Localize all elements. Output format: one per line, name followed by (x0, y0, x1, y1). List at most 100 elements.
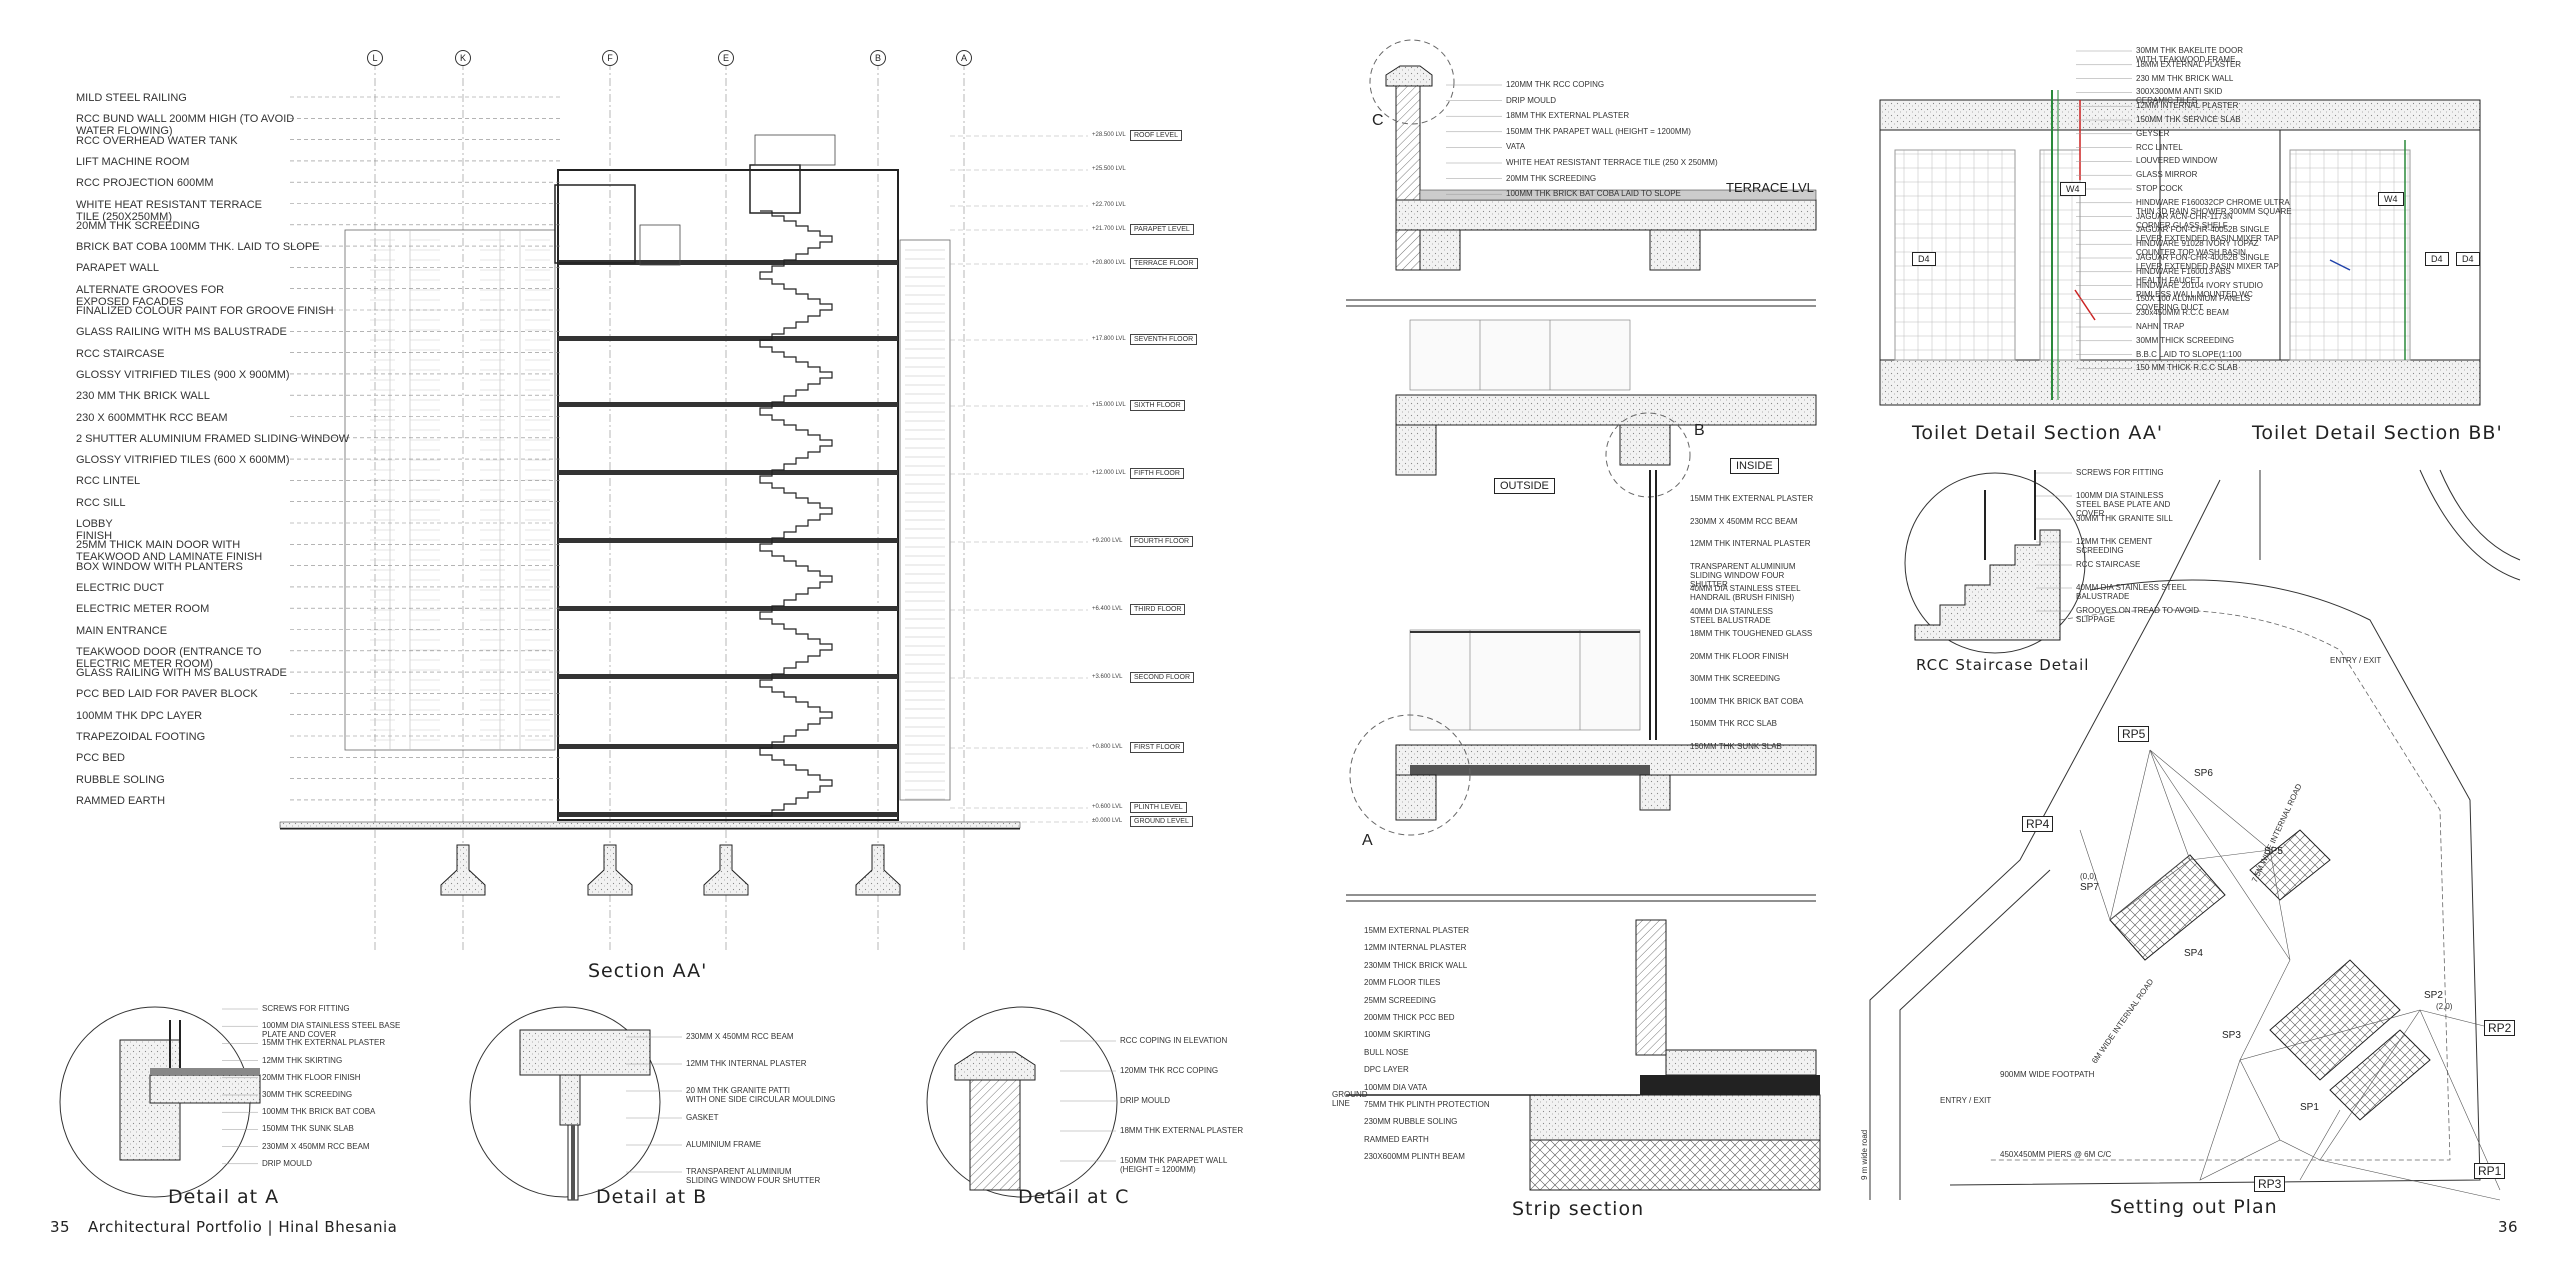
strip-bottom-notes-item: 25MM SCREEDING (1364, 995, 1437, 1005)
detail-a-notes-item: 230MM X 450MM RCC BEAM (262, 1141, 370, 1151)
strip-top-notes-item: 120MM THK RCC COPING (1506, 80, 1605, 89)
detail-a-notes-item: SCREWS FOR FITTING (262, 1004, 350, 1013)
piers-label: 450X450MM PIERS @ 6M C/C (2000, 1150, 2112, 1159)
toilet-notes-item: GLASS MIRROR (2136, 170, 2198, 180)
detail-a-title: Detail at A (168, 1186, 280, 1208)
toilet-notes-item: JAGUAR FON-CHR-40052B SINGLE LEVER EXTEN… (2136, 253, 2279, 271)
strip-bottom-notes-item: 15MM EXTERNAL PLASTER (1364, 926, 1470, 935)
toilet-notes-item: HINDWARE F160032CP CHROME ULTRA THIN 3D … (2136, 197, 2292, 216)
toilet-notes-item: 230x450MM R.C.C BEAM (2136, 308, 2229, 318)
detail-b-notes-item: ALUMINIUM FRAME (686, 1140, 762, 1149)
section-notes-item: ALTERNATE GROOVES FOR EXPOSED FACADES (76, 283, 225, 308)
toilet-notes-item: 12MM INTERNAL PLASTER (2136, 101, 2239, 111)
inside-tag: INSIDE (1730, 458, 1779, 474)
reference-point-rp4: RP4 (2022, 816, 2054, 832)
setting-point-sp2: SP2 (2424, 990, 2443, 1001)
level-value: ±0.000 LVL (1092, 818, 1123, 824)
ground-line-label: GROUND LINE (1332, 1090, 1368, 1108)
strip-mid-notes-item: TRANSPARENT ALUMINIUM SLIDING WINDOW FOU… (1690, 561, 1796, 589)
detail-a-notes-item: DRIP MOULD (262, 1158, 313, 1168)
detail-b-title: Detail at B (596, 1186, 708, 1208)
section-notes-item: 2 SHUTTER ALUMINIUM FRAMED SLIDING WINDO… (76, 432, 350, 445)
section-notes-item: ELECTRIC METER ROOM (76, 603, 210, 616)
strip-bottom-notes-item: 200MM THICK PCC BED (1364, 1013, 1455, 1022)
grid-axis-label: L (367, 50, 383, 66)
toilet-notes-item: B.B.C LAID TO SLOPE(1:100 (2136, 349, 2242, 359)
level-value: +21.700 LVL (1092, 226, 1126, 232)
strip-bottom-notes-item: 100MM DIA VATA (1364, 1082, 1428, 1092)
reference-point-rp1: RP1 (2474, 1163, 2506, 1179)
level-value: +25.500 LVL (1092, 166, 1126, 172)
detail-a-notes-item: 150MM THK SUNK SLAB (262, 1124, 354, 1134)
section-notes-item: GLOSSY VITRIFIED TILES (900 X 900MM) (76, 368, 290, 381)
level-value: +22.700 LVL (1092, 202, 1126, 208)
rcc-stair-title: RCC Staircase Detail (1916, 656, 2090, 674)
detail-b-notes-item: TRANSPARENT ALUMINIUM SLIDING WINDOW FOU… (686, 1167, 821, 1185)
toilet-door-tag-d4-c: D4 (2456, 252, 2480, 266)
toilet-door-tag-d4-b: D4 (2425, 252, 2449, 266)
detail-c-title: Detail at C (1018, 1186, 1130, 1208)
strip-marker-c: C (1372, 112, 1384, 129)
terrace-level-label: TERRACE LVL (1726, 180, 1814, 195)
portfolio-caption: Architectural Portfolio | Hinal Bhesania (88, 1218, 398, 1236)
strip-bottom-notes-item: 230MM RUBBLE SOLING (1364, 1117, 1458, 1127)
detail-b-drawing (469, 1006, 682, 1201)
section-notes-item: GLASS RAILING WITH MS BALUSTRADE (76, 667, 287, 680)
toilet-notes-item: 150MM THK SERVICE SLAB (2136, 115, 2241, 124)
toilet-notes-item: RCC LINTEL (2136, 142, 2183, 152)
setting-point-sp4: SP4 (2184, 948, 2203, 959)
section-notes-item: BOX WINDOW WITH PLANTERS (76, 560, 243, 573)
strip-marker-b: B (1694, 422, 1705, 439)
outside-tag: OUTSIDE (1494, 478, 1555, 494)
strip-top-notes-item: DRIP MOULD (1506, 95, 1557, 105)
entry-exit-left: ENTRY / EXIT (1940, 1096, 1992, 1105)
strip-bottom-notes-item: 100MM SKIRTING (1364, 1030, 1431, 1040)
section-notes-item: RUBBLE SOLING (76, 773, 165, 786)
level-value: +0.800 LVL (1092, 744, 1123, 750)
road-9m-label: 9 m wide road (1860, 1129, 1869, 1180)
strip-top-notes-item: VATA (1506, 142, 1526, 152)
toilet-notes-item: GEYSER (2136, 128, 2170, 138)
toilet-window-tag-w4: W4 (2060, 182, 2086, 196)
level-name-tag: PLINTH LEVEL (1130, 802, 1187, 813)
section-notes-item: 20MM THK SCREEDING (76, 219, 200, 232)
origin-coordinate: (0,0) (2080, 872, 2097, 881)
detail-b-notes-item: 12MM THK INTERNAL PLASTER (686, 1059, 807, 1068)
strip-bottom-notes-item: 230MM THICK BRICK WALL (1364, 960, 1468, 970)
section-notes-item: LIFT MACHINE ROOM (76, 155, 190, 168)
level-name-tag: TERRACE FLOOR (1130, 258, 1198, 269)
reference-point-rp3: RP3 (2254, 1176, 2286, 1192)
toilet-notes-item: 300X300MM ANTI SKID CERAMIC TILES (2136, 87, 2223, 106)
toilet-notes-item: 150 MM THICK R.C.C SLAB (2136, 363, 2238, 373)
strip-mid-notes-item: 150MM THK RCC SLAB (1690, 719, 1777, 728)
right-page-number: 36 (2498, 1218, 2519, 1236)
level-name-tag: PARAPET LEVEL (1130, 224, 1194, 235)
grid-axis-label: A (956, 50, 972, 66)
section-notes-item: MILD STEEL RAILING (76, 92, 187, 104)
detail-c-notes-item: 120MM THK RCC COPING (1120, 1066, 1219, 1075)
strip-top-notes-item: 100MM THK BRICK BAT COBA LAID TO SLOPE (1506, 189, 1681, 199)
toilet-notes-item: HINDWARE 20104 IVORY STUDIO RIMLESS WALL… (2136, 280, 2263, 299)
detail-a-notes-item: 12MM THK SKIRTING (262, 1055, 343, 1065)
toilet-aa-title: Toilet Detail Section AA' (1912, 422, 2164, 444)
strip-bottom-notes-item: 20MM FLOOR TILES (1364, 978, 1441, 988)
section-notes-item: TRAPEZOIDAL FOOTING (76, 731, 206, 743)
setting-point-sp7: SP7 (2080, 882, 2099, 893)
level-value: +9.200 LVL (1092, 538, 1123, 544)
toilet-notes-item: 18MM EXTERNAL PLASTER (2136, 59, 2242, 69)
section-notes-item: GLOSSY VITRIFIED TILES (600 X 600MM) (76, 454, 290, 467)
section-notes-item: MAIN ENTRANCE (76, 624, 168, 637)
level-name-tag: FIFTH FLOOR (1130, 468, 1184, 479)
detail-c-drawing (926, 1006, 1118, 1198)
grid-axis-label: K (455, 50, 471, 66)
detail-a-notes-item: 20MM THK FLOOR FINISH (262, 1072, 361, 1082)
sp2-coordinate: (2,0) (2436, 1002, 2453, 1011)
stair-notes-item: SCREWS FOR FITTING (2076, 468, 2164, 477)
toilet-notes-item: STOP COCK (2136, 184, 2183, 193)
section-notes-item: WHITE HEAT RESISTANT TERRACE TILE (250X2… (76, 198, 263, 223)
section-notes-item: RCC SILL (76, 496, 126, 509)
grid-axis-label: F (602, 50, 618, 66)
stair-notes-item: 12MM THK CEMENT SCREEDING (2076, 537, 2153, 555)
section-notes-item: PCC BED LAID FOR PAVER BLOCK (76, 688, 258, 701)
